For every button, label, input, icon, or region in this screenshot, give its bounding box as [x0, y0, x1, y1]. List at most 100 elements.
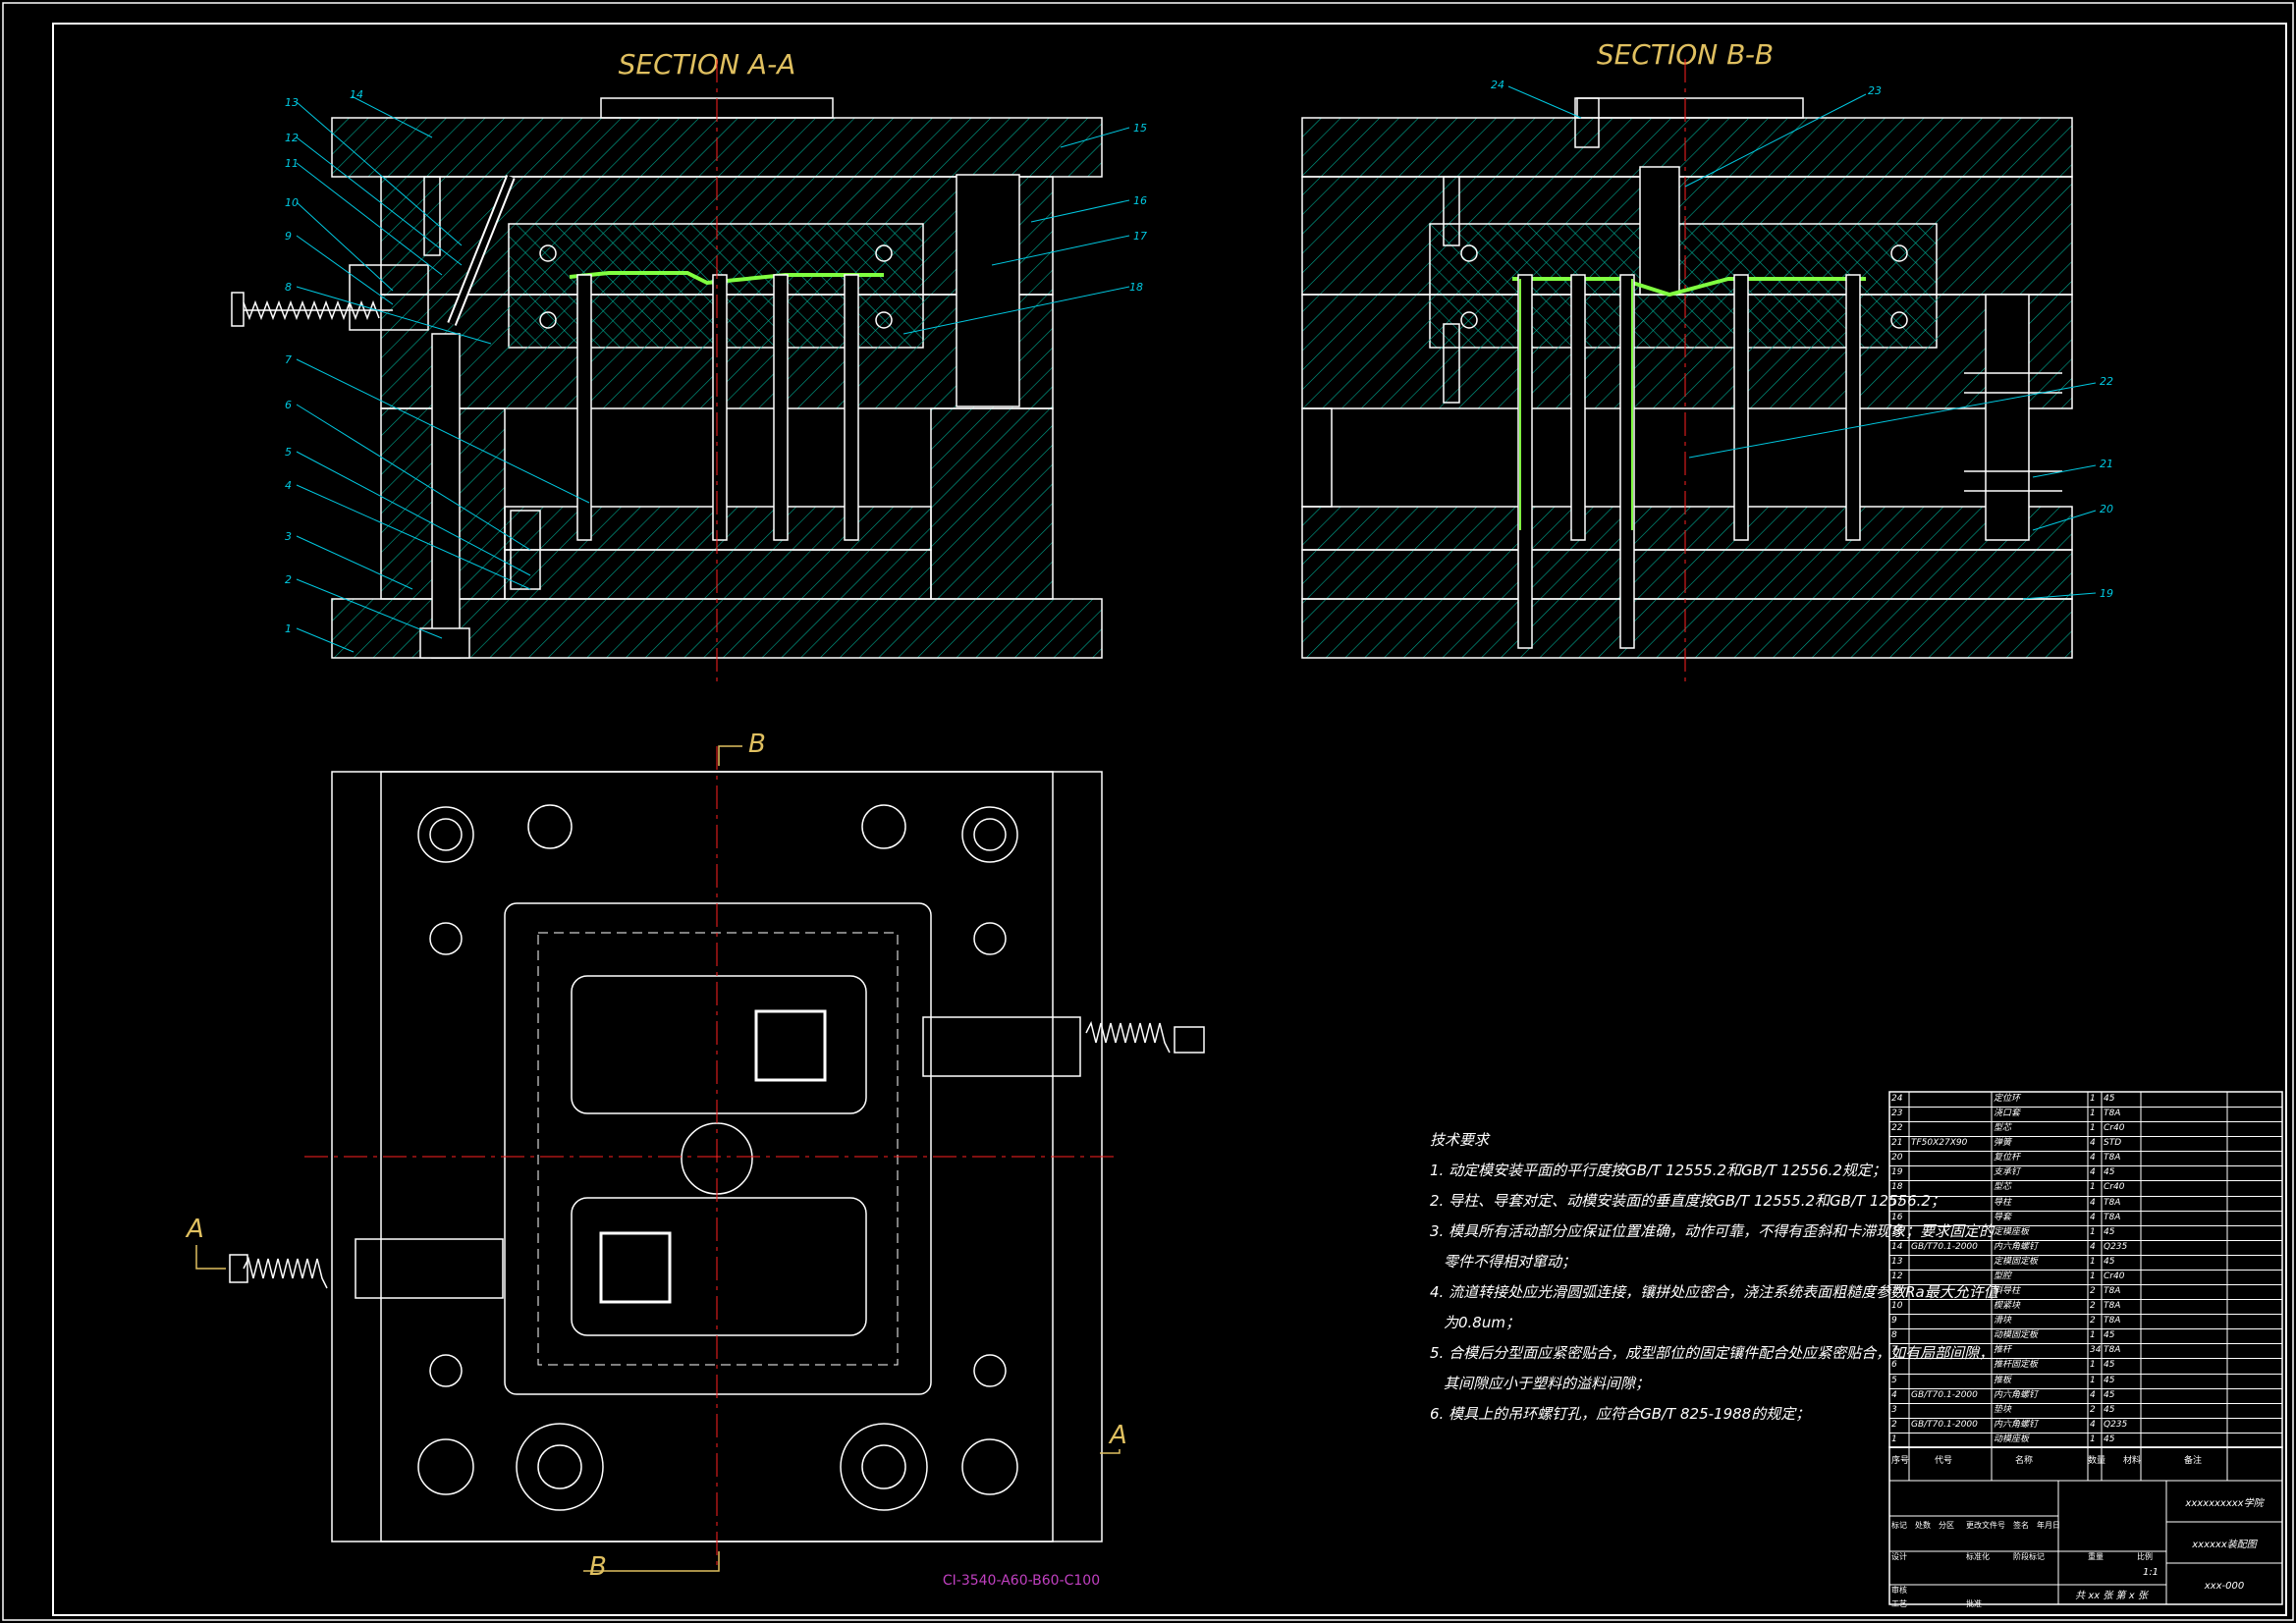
- bom-header-qty: 数量: [2088, 1456, 2106, 1466]
- bom-cell-qty: 4: [2090, 1197, 2096, 1208]
- bom-cell-qty: 4: [2090, 1419, 2096, 1430]
- bom-cell-mat: T8A: [2104, 1301, 2121, 1312]
- bom-cell-qty: 2: [2090, 1316, 2096, 1326]
- title-block-label: 审核: [1891, 1586, 1907, 1595]
- bom-cell-mat: 45: [2104, 1434, 2115, 1444]
- bom-cell-name: 浇口套: [1994, 1109, 2021, 1119]
- title-block-label: 签名: [2013, 1521, 2029, 1530]
- cut-mark-b-top: B: [748, 730, 766, 759]
- bom-cell-mat: 45: [2104, 1360, 2115, 1371]
- bom-cell-no: 12: [1891, 1271, 1903, 1281]
- bom-row: 9 滑块 2 T8A: [1889, 1314, 2282, 1330]
- bom-cell-qty: 34: [2090, 1345, 2102, 1356]
- note-line: 6. 模具上的吊环螺钉孔，应符合GB/T 825-1988的规定；: [1430, 1405, 1811, 1423]
- bom-cell-mat: T8A: [2104, 1345, 2121, 1356]
- title-block-label: 标准化: [1966, 1552, 1990, 1561]
- note-line: 5. 合模后分型面应紧密贴合，成型部位的固定镶件配合处应紧密贴合，如有局部间隙，: [1430, 1344, 1995, 1362]
- title-drawing-name: xxxxxx装配图: [2191, 1539, 2259, 1550]
- bom-cell-no: 8: [1891, 1330, 1897, 1341]
- bom-cell-name: 滑块: [1994, 1316, 2012, 1326]
- bom-cell-no: 19: [1891, 1167, 1903, 1178]
- bom-cell-name: 垫块: [1994, 1404, 2012, 1415]
- bom-cell-mat: T8A: [2104, 1153, 2121, 1163]
- bom-cell-std: GB/T70.1-2000: [1911, 1419, 1978, 1430]
- bom-header-note: 备注: [2184, 1456, 2203, 1466]
- title-scale: 1:1: [2143, 1567, 2159, 1578]
- bom-cell-mat: 45: [2104, 1375, 2115, 1385]
- bom-cell-name: 定模座板: [1994, 1226, 2030, 1237]
- balloon-aa-11: 11: [285, 157, 299, 170]
- bom-cell-qty: 4: [2090, 1212, 2096, 1222]
- bom-cell-qty: 4: [2090, 1241, 2096, 1252]
- bom-cell-no: 18: [1891, 1182, 1903, 1193]
- bom-cell-name: 导柱: [1994, 1197, 2012, 1208]
- bom-cell-name: 导套: [1994, 1212, 2012, 1222]
- bom-cell-mat: 45: [2104, 1330, 2115, 1341]
- bom-cell-mat: Cr40: [2104, 1182, 2125, 1193]
- bom-cell-no: 11: [1891, 1286, 1903, 1297]
- layer-code: CI-3540-A60-B60-C100: [943, 1573, 1100, 1589]
- note-line: 零件不得相对窜动；: [1444, 1253, 1577, 1271]
- bom-cell-no: 5: [1891, 1375, 1897, 1385]
- bom-cell-mat: T8A: [2104, 1316, 2121, 1326]
- bom-cell-name: 型芯: [1994, 1123, 2012, 1134]
- bom-cell-name: 定位环: [1994, 1094, 2021, 1104]
- bom-cell-name: 推板: [1994, 1375, 2012, 1385]
- title-drawing-no: xxx-000: [2204, 1581, 2244, 1592]
- bom-cell-no: 21: [1891, 1138, 1903, 1149]
- balloon-bb-20: 20: [2100, 503, 2113, 515]
- bom-cell-no: 14: [1891, 1241, 1903, 1252]
- bom-cell-no: 15: [1891, 1226, 1903, 1237]
- bom-cell-qty: 1: [2090, 1109, 2096, 1119]
- bom-cell-no: 9: [1891, 1316, 1897, 1326]
- bom-cell-no: 4: [1891, 1389, 1897, 1400]
- bom-cell-mat: STD: [2104, 1138, 2122, 1149]
- bom-cell-qty: 2: [2090, 1404, 2096, 1415]
- bom-cell-name: 楔紧块: [1994, 1301, 2021, 1312]
- bom-cell-qty: 4: [2090, 1167, 2096, 1178]
- bom-cell-no: 16: [1891, 1212, 1903, 1222]
- bom-cell-std: TF50X27X90: [1911, 1138, 1968, 1149]
- bom-header-row: 序号 代号 名称 数量 材料 备注: [1889, 1453, 2282, 1469]
- balloon-bb-24: 24: [1491, 79, 1504, 91]
- bom-cell-qty: 1: [2090, 1094, 2096, 1104]
- bom-cell-mat: T8A: [2104, 1286, 2121, 1297]
- bom-row: 19 支承钉 4 45: [1889, 1165, 2282, 1182]
- bom-cell-mat: 45: [2104, 1167, 2115, 1178]
- bom-cell-mat: T8A: [2104, 1212, 2121, 1222]
- bom-cell-no: 13: [1891, 1256, 1903, 1267]
- title-block-label: 重量: [2088, 1552, 2104, 1561]
- balloon-bb-19: 19: [2100, 587, 2113, 600]
- title-block-label: 分区: [1939, 1521, 1954, 1530]
- bom-cell-qty: 1: [2090, 1123, 2096, 1134]
- bom-cell-name: 复位杆: [1994, 1153, 2021, 1163]
- bom-cell-name: 斜导柱: [1994, 1286, 2021, 1297]
- bom-cell-mat: Cr40: [2104, 1271, 2125, 1281]
- bom-cell-mat: 45: [2104, 1404, 2115, 1415]
- balloon-aa-16: 16: [1133, 194, 1147, 207]
- bom-cell-mat: 45: [2104, 1256, 2115, 1267]
- title-block-label: 更改文件号: [1966, 1521, 2005, 1530]
- bom-cell-name: 推杆: [1994, 1345, 2012, 1356]
- note-line: 为0.8um；: [1444, 1314, 1520, 1331]
- bom-cell-name: 动模座板: [1994, 1434, 2030, 1444]
- bom-cell-name: 支承钉: [1994, 1167, 2021, 1178]
- balloon-bb-21: 21: [2100, 458, 2113, 470]
- bom-cell-name: 弹簧: [1994, 1138, 2012, 1149]
- balloon-aa-13: 13: [285, 96, 299, 109]
- bom-cell-no: 3: [1891, 1404, 1897, 1415]
- bom-row: 16 导套 4 T8A: [1889, 1211, 2282, 1226]
- bom-row: 3 垫块 2 45: [1889, 1403, 2282, 1419]
- balloon-aa-8: 8: [285, 281, 292, 294]
- bom-cell-mat: T8A: [2104, 1197, 2121, 1208]
